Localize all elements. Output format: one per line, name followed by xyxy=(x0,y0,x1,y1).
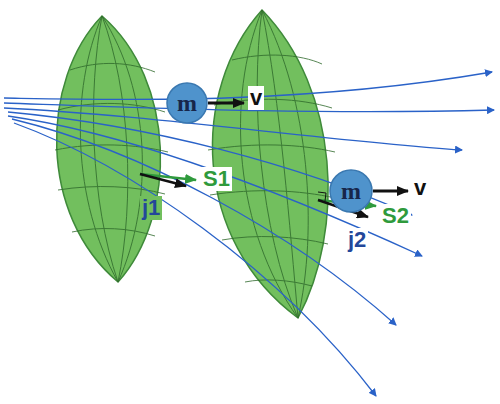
current-vector xyxy=(140,174,186,186)
vector-label: v xyxy=(248,86,264,110)
velocity-arrow xyxy=(208,102,244,105)
flux-lines xyxy=(4,72,494,396)
mass-circle: m xyxy=(166,82,208,124)
mass-symbol: m xyxy=(341,178,361,205)
vector-label: S2 xyxy=(380,204,411,228)
right-angle-mark xyxy=(318,192,326,201)
vector-label: v xyxy=(412,176,428,200)
vector-label: j2 xyxy=(346,228,368,252)
mass-circle: m xyxy=(329,169,373,213)
velocity-arrow xyxy=(373,190,408,193)
mass-symbol: m xyxy=(177,90,197,117)
vector-label: j1 xyxy=(140,196,162,220)
vector-label: S1 xyxy=(201,167,232,191)
